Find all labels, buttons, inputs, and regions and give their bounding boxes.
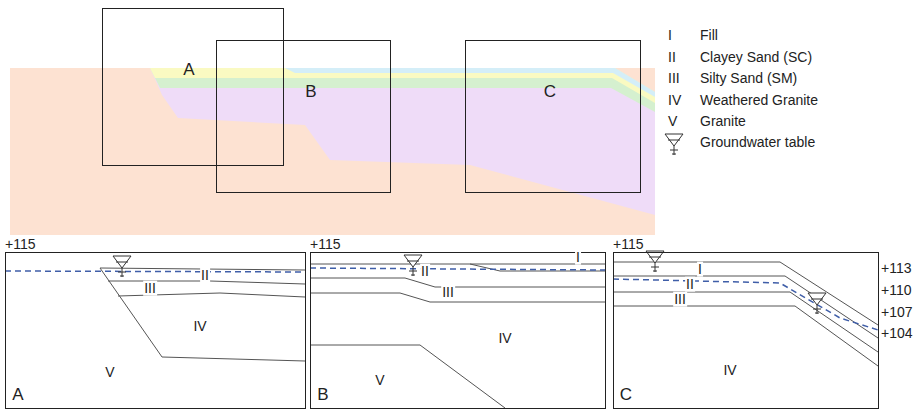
elevation-label: +113 — [880, 261, 913, 276]
panel-a-lines — [5, 268, 305, 361]
legend-sample — [662, 132, 686, 158]
legend-numeral: V — [668, 114, 677, 129]
panel-letter: A — [183, 61, 194, 78]
section-panel: B — [310, 252, 606, 409]
panel-c-lines — [613, 262, 878, 366]
elevation-label: +115 — [310, 237, 341, 252]
panel-letter: B — [305, 83, 316, 100]
panel-letter: C — [620, 386, 632, 403]
elevation-label: +115 — [613, 237, 644, 252]
panel-letter: B — [317, 386, 328, 403]
panel-b-lines — [310, 264, 605, 408]
layer-label: III — [673, 292, 687, 307]
legend-text: Clayey Sand (SC) — [700, 50, 812, 65]
fill-band — [285, 68, 655, 97]
elevation-label: +104 — [880, 326, 914, 341]
legend-text: Fill — [700, 28, 718, 43]
layer-label: V — [374, 373, 385, 388]
legend-text: Groundwater table — [700, 135, 815, 150]
detail-frame: A — [102, 8, 284, 166]
section-panel: C — [613, 252, 879, 409]
legend-numeral: II — [668, 50, 676, 65]
legend-numeral: I — [668, 28, 672, 43]
layer-label: IV — [497, 331, 512, 346]
panel-letter: A — [12, 386, 23, 403]
layer-label: II — [420, 264, 430, 279]
section-panel: A — [5, 252, 306, 409]
layer-label: III — [441, 285, 455, 300]
layer-label: IV — [722, 363, 737, 378]
elevation-label: +107 — [880, 305, 914, 320]
granite-band — [10, 68, 655, 235]
detail-frame: B — [216, 40, 391, 193]
legend-text: Weathered Granite — [700, 93, 818, 108]
layer-label: III — [143, 281, 157, 296]
elevation-label: +115 — [5, 237, 36, 252]
panel-letter: C — [544, 83, 556, 100]
silty-sand-band — [150, 68, 655, 112]
legend-numeral: III — [668, 71, 680, 86]
layer-label: IV — [192, 319, 207, 334]
layer-label: I — [575, 250, 581, 265]
legend-numeral: IV — [668, 93, 681, 108]
clayey-sand-band — [150, 68, 655, 103]
layer-label: V — [104, 365, 115, 380]
layer-label: I — [697, 262, 703, 277]
detail-frame: C — [465, 40, 641, 193]
elevation-label: +110 — [880, 283, 913, 298]
legend-text: Granite — [700, 114, 746, 129]
layer-label: II — [200, 268, 210, 283]
legend-text: Silty Sand (SM) — [700, 71, 797, 86]
layer-label: II — [685, 277, 695, 292]
